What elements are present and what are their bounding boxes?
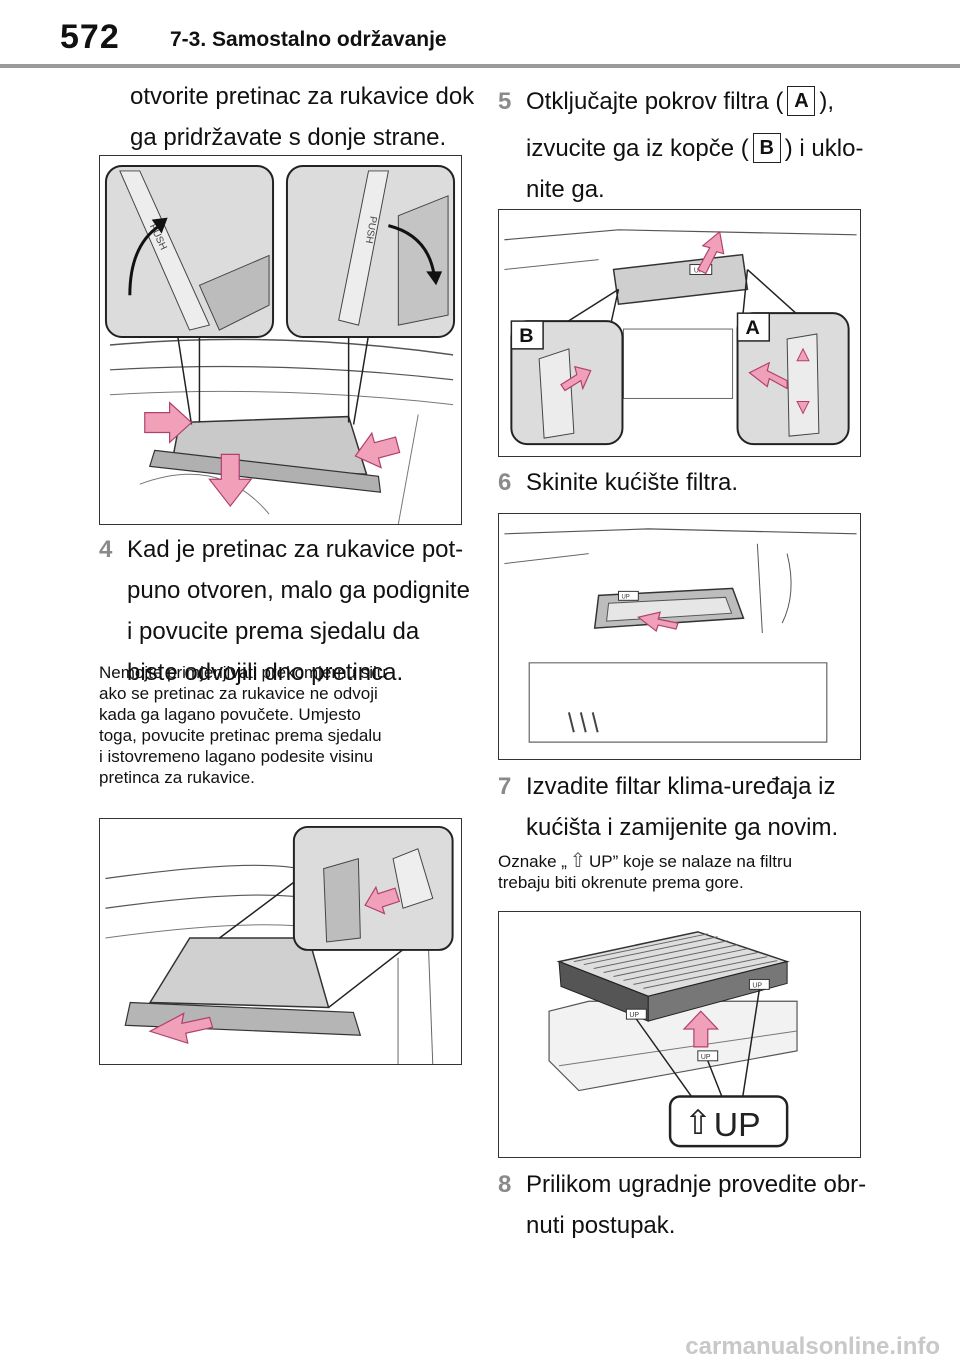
step-4: 4 Kad je pretinac za rukavice pot- puno o… [99,529,470,693]
note-line: UP” koje se nalaze na filtru [588,852,793,871]
step-text: kućišta i zamijenite ga novim. [526,814,839,841]
header-divider [0,64,960,68]
intro-text: otvorite pretinac za rukavice dok ga pri… [130,76,474,158]
note-line: ako se pretinac za rukavice ne odvoji [99,684,378,703]
up-mark-text: UP [752,982,762,989]
up-mark-text: UP [621,594,629,600]
watermark: carmanualsonline.info [685,1333,940,1360]
step-text: izvucite ga iz kopče ( [526,135,749,162]
step-text: nuti postupak. [526,1212,676,1239]
note-line: Nemojte primjenjivati prekomjernu silu [99,663,387,682]
page-header: 572 7-3. Samostalno održavanje [0,0,960,68]
page-number: 572 [60,18,120,56]
glovebox-open-illustration: PUSH PUSH [104,164,456,524]
step-5: 5 Otključajte pokrov filtra (A), izvucite… [498,81,863,210]
step-text: nite ga. [526,176,605,203]
step-7: 7 Izvadite filtar klima-uređaja iz kućišt… [498,766,838,848]
step-6: 6 Skinite kućište filtra. [498,462,738,503]
step-number: 6 [498,469,512,496]
figure-glovebox-open: PUSH PUSH [99,155,462,525]
figure-filter-housing: UP [498,513,861,760]
intro-line: otvorite pretinac za rukavice dok [130,83,475,110]
push-label: PUSH [363,215,379,244]
step-number: 7 [498,773,512,800]
step-text: i povucite prema sjedalu da [127,618,420,645]
figure-glovebox-detach [99,818,462,1065]
figure-new-filter: UP UP UP ⇧ UP [498,911,861,1158]
up-orientation-note: Oznake „⇧UP” koje se nalaze na filtru tr… [498,851,792,893]
figure-filter-cover: UP B A [498,209,861,457]
up-mark-text: UP [629,1012,639,1019]
filter-cover-illustration: UP B A [504,229,857,446]
note-line: toga, povucite pretinac prema sjedalu [99,726,382,745]
step-number: 4 [99,536,113,563]
up-arrow-icon: ⇧ [569,850,587,872]
up-mark-text: UP [694,267,704,274]
step-text: Izvadite filtar klima-uređaja iz [526,773,836,800]
note-line: pretinca za rukavice. [99,768,255,787]
step-number: 5 [498,88,512,115]
callout-label-a: A [745,317,759,339]
step-text: ), [819,88,835,115]
step-text: Otključajte pokrov filtra ( [526,88,784,115]
new-filter-illustration: UP UP UP ⇧ UP [548,931,798,1148]
step-text: Prilikom ugradnje provedite obr- [526,1171,867,1198]
step-text: biste odvojili dno pretinca. [127,659,404,686]
note-line: i istovremeno lagano podesite visinu [99,747,374,766]
step-text: Skinite kućište filtra. [526,469,739,496]
up-arrow-icon: ⇧ [684,1104,712,1142]
step-number: 8 [498,1171,512,1198]
glovebox-detach-illustration [105,825,454,1064]
section-title: 7-3. Samostalno održavanje [170,28,447,51]
label-a-box: A [787,86,816,116]
step-text: Kad je pretinac za rukavice pot- [127,536,464,563]
step-8: 8 Prilikom ugradnje provedite obr- nuti p… [498,1164,866,1246]
filter-housing-illustration: UP [504,528,857,743]
label-b-box: B [752,133,781,163]
caution-note: Nemojte primjenjivati prekomjernu silu a… [99,662,386,788]
note-line: Oznake „ [498,852,567,871]
step-text: ) i uklo- [784,135,864,162]
step-text: puno otvoren, malo ga podignite [127,577,470,604]
intro-line: ga pridržavate s donje strane. [130,124,447,151]
up-mark-text: UP [701,1054,711,1061]
note-line: trebaju biti okrenute prema gore. [498,873,744,892]
callout-label-b: B [519,325,533,347]
up-mark-text-large: UP [714,1106,761,1144]
note-line: kada ga lagano povučete. Umjesto [99,705,361,724]
